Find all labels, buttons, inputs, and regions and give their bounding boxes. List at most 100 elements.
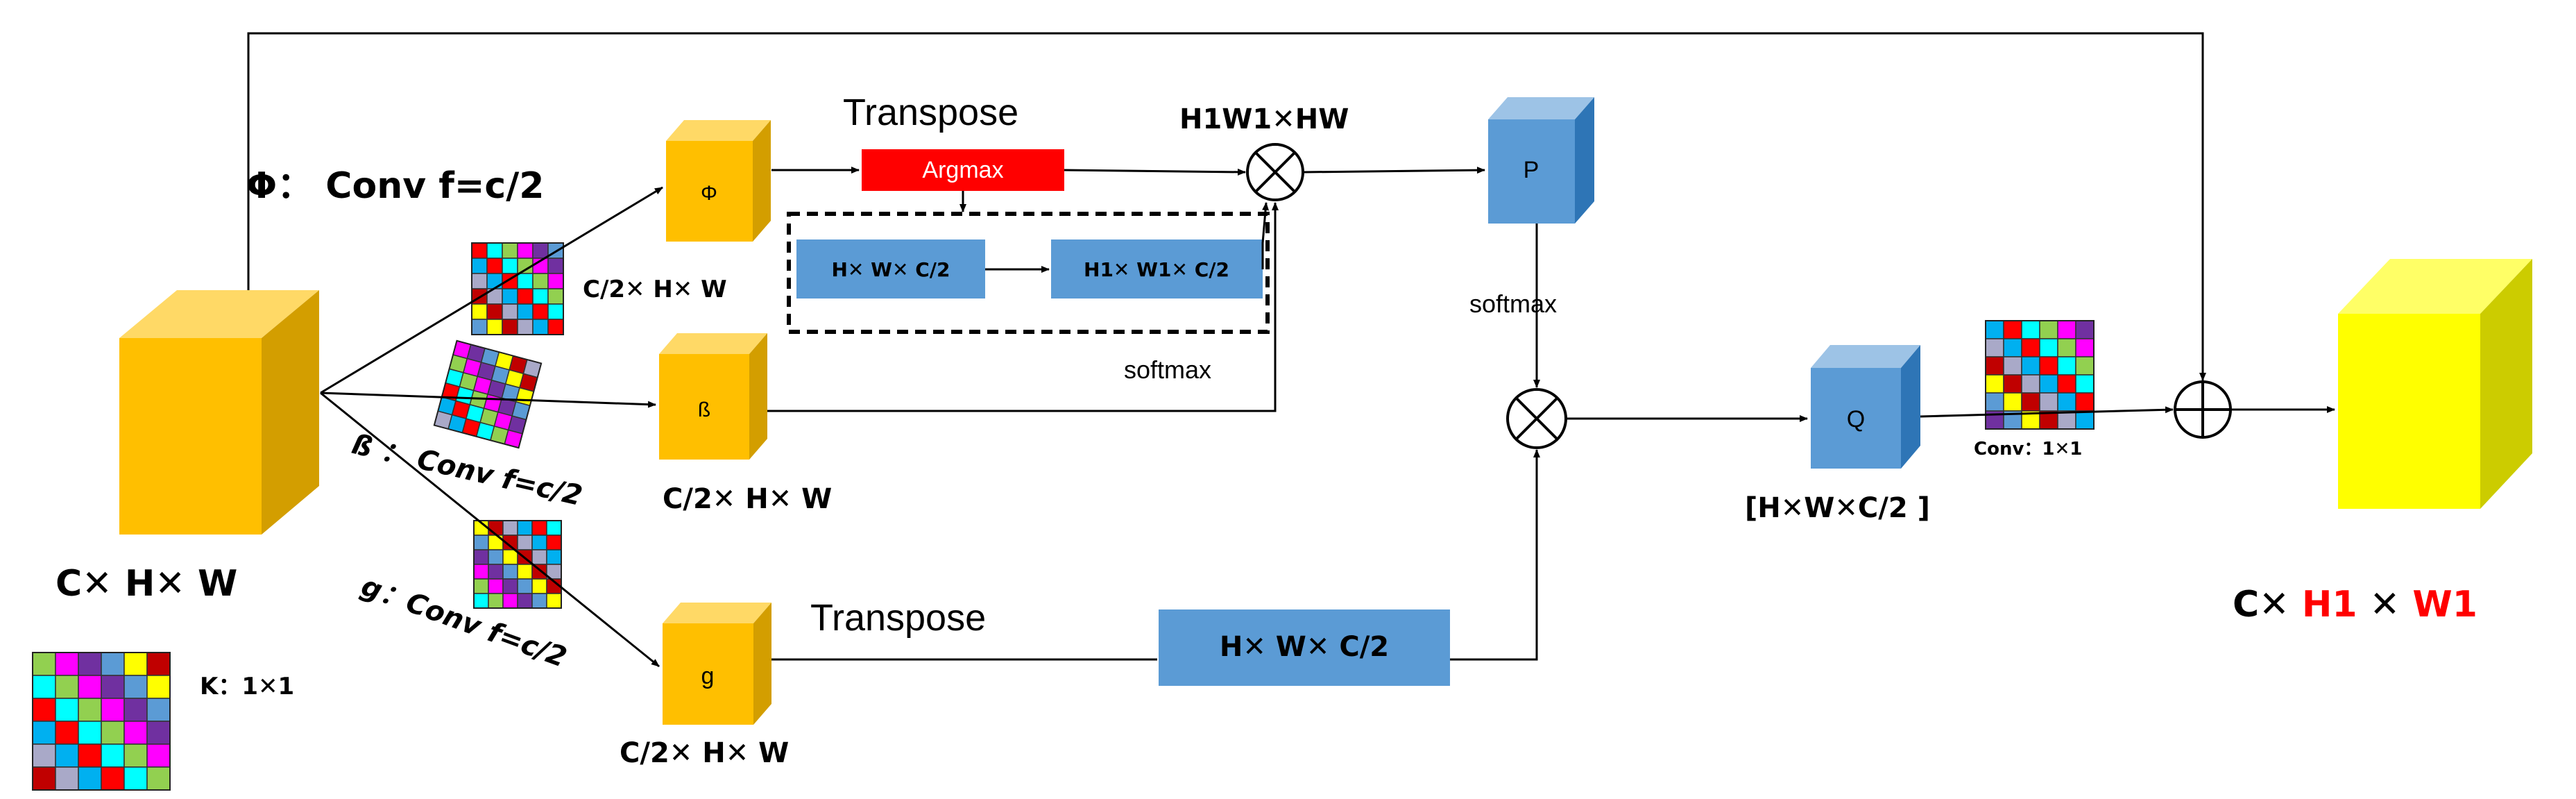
kernel-border <box>471 242 564 335</box>
kernel-cell <box>32 721 56 745</box>
kernel-cell <box>502 303 518 320</box>
kernel-cell <box>123 766 148 791</box>
kernel-cell <box>2039 374 2058 394</box>
kernel-cell <box>488 549 504 565</box>
kernel-cell <box>2057 320 2076 339</box>
kernel-cell <box>517 242 534 259</box>
kernel-cell <box>2021 392 2040 412</box>
kernel-cell <box>546 535 562 550</box>
kernel-cell <box>2039 356 2058 376</box>
argmax-label: Argmax <box>922 157 1003 183</box>
add-node <box>2174 380 2232 439</box>
multiply-top <box>1246 143 1304 201</box>
input-cube-side <box>262 290 319 535</box>
kernel-cell <box>532 303 549 320</box>
output-dims-prefix: C✕ <box>2233 584 2302 625</box>
conv-1x1-label: Conv：1✕1 <box>1974 439 2082 460</box>
kernel-cell <box>473 549 489 565</box>
kernel-cell <box>473 564 489 580</box>
kernel-cell <box>517 303 534 320</box>
kernel-cell <box>101 675 125 699</box>
kernel-cell <box>2057 392 2076 412</box>
kernel-cell <box>2039 392 2058 412</box>
kernel-cell <box>2039 338 2058 358</box>
kernel-cell <box>32 766 56 791</box>
kernel-cell <box>471 258 488 274</box>
kernel-cell <box>2057 338 2076 358</box>
q-dims-label: [H✕W✕C/2 ] <box>1745 492 1930 524</box>
transpose-top-label: Transpose <box>843 92 1018 133</box>
kernel-border <box>1985 320 2095 430</box>
kernel-cell <box>517 273 534 289</box>
hwc2-bottom-box-label: H✕ W✕ C/2 <box>1220 631 1389 663</box>
kernel-cell <box>123 743 148 768</box>
kernel-cell <box>547 288 564 305</box>
kernel-border <box>433 339 543 449</box>
arrow-mult-p <box>1302 167 1485 174</box>
kernel-cell <box>502 319 518 335</box>
output-dims-label: C✕ H1 ✕ W1 <box>2233 584 2477 625</box>
kernel-cell <box>32 675 56 699</box>
arrow-box-mult <box>1450 449 1540 661</box>
kernel-cell <box>2075 374 2095 394</box>
connectors <box>247 32 2335 668</box>
kernel-grid-icon <box>471 242 564 335</box>
p-cube-label: P <box>1524 157 1539 183</box>
softmax-right-label: softmax <box>1469 289 1557 318</box>
phi-dims-label: C/2✕ H✕ W <box>583 276 727 303</box>
kernel-cell <box>488 564 504 580</box>
kernel-cell <box>2003 392 2022 412</box>
kernel-cell <box>473 535 489 550</box>
h1w1hw-label: H1W1✕HW <box>1179 103 1349 135</box>
kernel-cell <box>146 675 171 699</box>
kernel-cell <box>2003 374 2022 394</box>
kernel-cell <box>502 520 518 536</box>
kernel-cell <box>531 578 547 594</box>
kernel-cell <box>101 743 125 768</box>
kernel-cell <box>486 273 503 289</box>
phi-cube: Φ <box>666 120 771 242</box>
kernel-cell <box>78 675 102 699</box>
kernel-cell <box>2057 356 2076 376</box>
kernel-cell <box>1985 320 2004 339</box>
kernel-cell <box>502 258 518 274</box>
kernel-cell <box>2003 356 2022 376</box>
kernel-cell <box>471 319 488 335</box>
kernel-cell <box>517 593 533 609</box>
g-cube-label: g <box>701 663 715 689</box>
kernel-cell <box>531 549 547 565</box>
arrow-beta-mult <box>767 202 1279 412</box>
hwc2-box-label: H✕ W✕ C/2 <box>832 258 950 281</box>
kernel-cell <box>547 319 564 335</box>
kernel-cell <box>517 288 534 305</box>
input-cube-front <box>119 338 262 535</box>
kernel-cell <box>486 258 503 274</box>
q-cube-label: Q <box>1847 406 1865 432</box>
output-cube <box>2338 259 2532 509</box>
kernel-cell <box>123 675 148 699</box>
h1w1c2-box: H1✕ W1✕ C/2 <box>1051 239 1263 298</box>
kernel-cell <box>502 288 518 305</box>
hwc2-box: H✕ W✕ C/2 <box>796 239 985 298</box>
kernel-cell <box>488 520 504 536</box>
kernel-cell <box>532 288 549 305</box>
kernel-cell <box>32 743 56 768</box>
p-cube: P <box>1488 97 1594 224</box>
kernel-cell <box>547 303 564 320</box>
kernel-cell <box>532 273 549 289</box>
q-cube: Q <box>1811 345 1920 469</box>
kernel-cell <box>473 593 489 609</box>
kernel-cell <box>471 242 488 259</box>
softmax-mid-label: softmax <box>1124 355 1211 384</box>
kernel-cell <box>502 242 518 259</box>
kernel-cell <box>55 698 79 722</box>
kernel-cell <box>532 319 549 335</box>
kernel-cell <box>2039 320 2058 339</box>
kernel-cell <box>2021 374 2040 394</box>
output-w1: W1 <box>2412 584 2477 625</box>
kernel-cell <box>55 721 79 745</box>
phi-conv-label: Φ： Conv f=c/2 <box>246 165 544 207</box>
kernel-border <box>32 652 171 791</box>
kernel-cell <box>146 698 171 722</box>
